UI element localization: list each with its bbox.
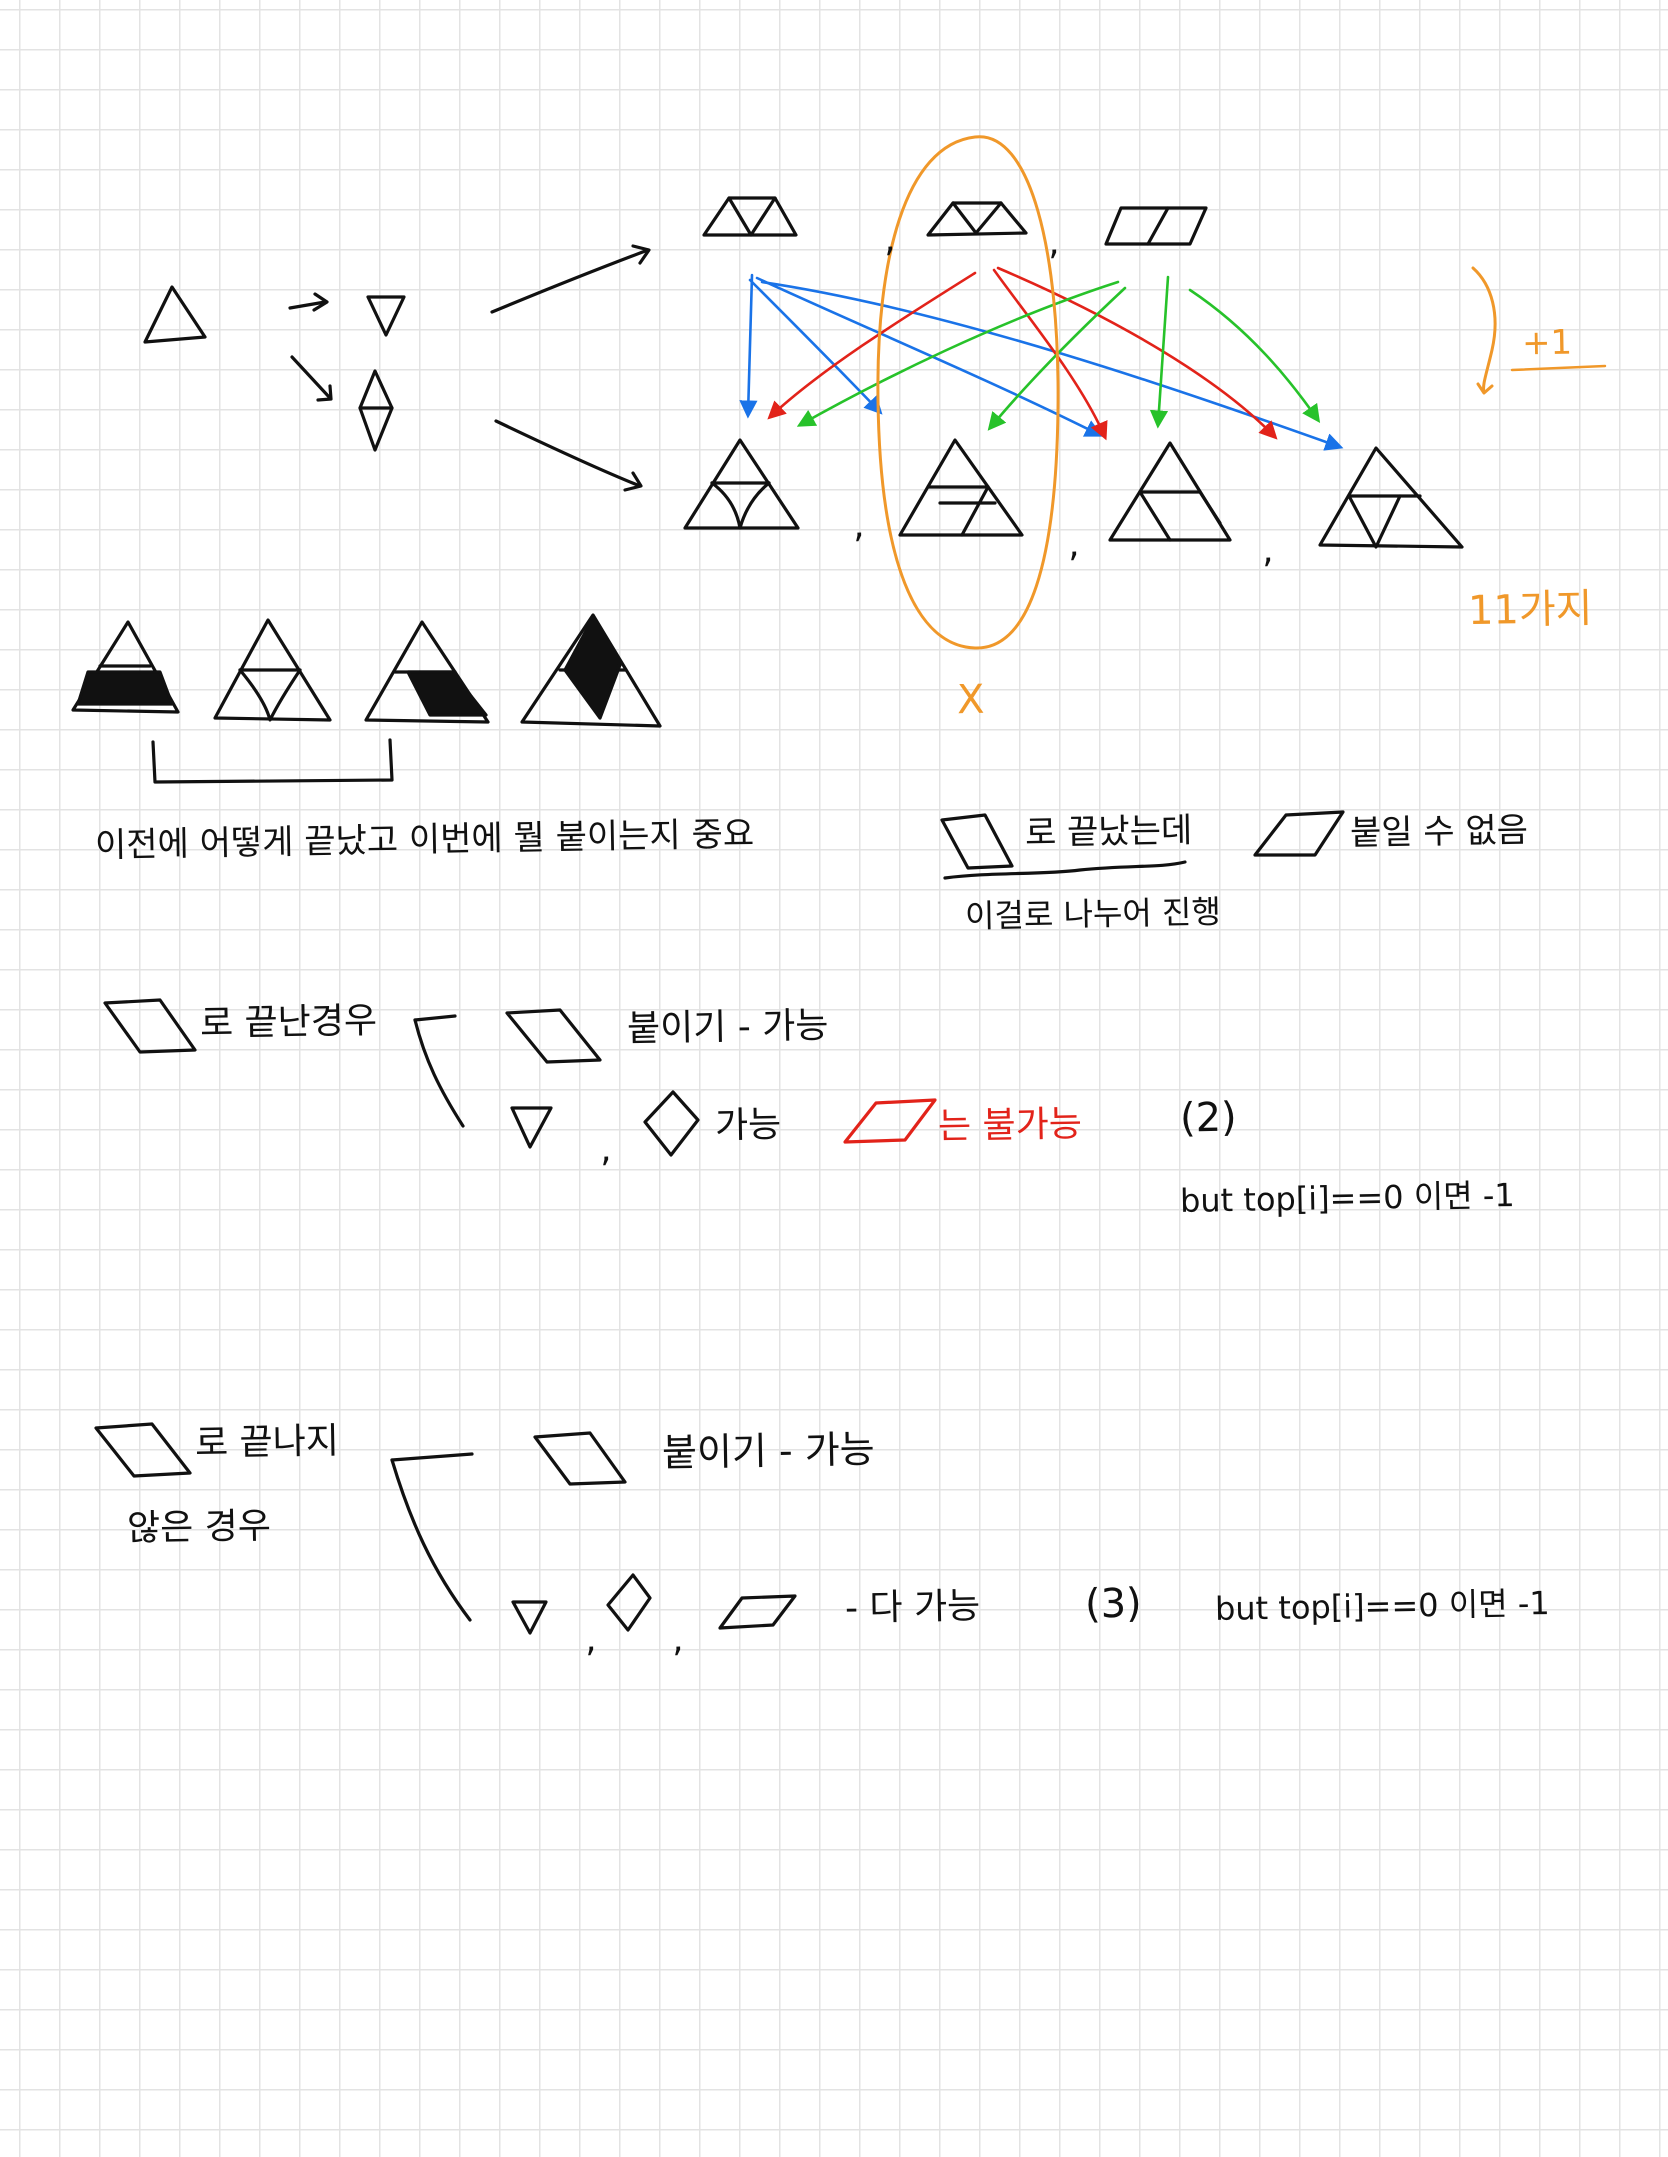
case1-inverted-triangle xyxy=(510,1106,553,1149)
trapezoid-piece-2 xyxy=(926,201,1028,237)
orange-ellipse-highlight xyxy=(876,135,1060,650)
orange-bracket xyxy=(1471,266,1497,395)
case2-comma-2: , xyxy=(671,1618,684,1661)
case1-comma: , xyxy=(599,1128,612,1171)
case2-option1-parallelogram xyxy=(533,1431,627,1486)
comma-1: , xyxy=(883,218,896,261)
parallelogram-left-lean xyxy=(940,813,1014,870)
group-bracket xyxy=(151,738,394,784)
shaded-triangle-2 xyxy=(213,618,332,722)
trapezoid-piece-1 xyxy=(702,196,798,237)
case2-comma-1: , xyxy=(584,1618,597,1661)
case2-parallelogram xyxy=(94,1422,192,1478)
shaded-triangle-4 xyxy=(520,613,662,728)
case2-label-line1: 로 끝나지 xyxy=(194,1420,340,1465)
case2-label-line2: 않은 경우 xyxy=(126,1505,272,1550)
shaded-triangle-1 xyxy=(71,620,180,714)
case2-diamond xyxy=(606,1573,652,1632)
comma-4: , xyxy=(1067,523,1080,566)
case1-option1-parallelogram xyxy=(505,1008,602,1064)
note-cannot-attach: 붙일 수 없음 xyxy=(1349,810,1529,854)
case2-all-possible: - 다 가능 xyxy=(844,1585,981,1630)
case1-red-parallelogram xyxy=(843,1098,937,1144)
excluded-x-mark: X xyxy=(956,676,985,724)
case2-but-note: but top[i]==0 이면 -1 xyxy=(1214,1584,1551,1628)
long-arrow-up xyxy=(490,244,651,314)
note-ends-with: 로 끝났는데 xyxy=(1024,810,1193,854)
green-arrows xyxy=(796,275,1321,431)
long-arrow-down xyxy=(494,419,643,492)
case1-diamond xyxy=(643,1090,700,1157)
comma-3: , xyxy=(852,504,865,547)
start-triangle xyxy=(143,285,207,344)
case1-option1-text: 붙이기 - 가능 xyxy=(626,1005,829,1050)
case1-branch xyxy=(413,1014,465,1128)
case2-parallelogram-small xyxy=(718,1594,797,1630)
plus-one-label: +1 xyxy=(1521,322,1573,364)
case2-option1-text: 붙이기 - 가능 xyxy=(661,1427,876,1475)
comma-5: , xyxy=(1261,529,1274,572)
big-triangle-1 xyxy=(683,438,800,530)
eleven-ways-label: 11가지 xyxy=(1467,585,1593,635)
case1-but-note: but top[i]==0 이면 -1 xyxy=(1179,1176,1516,1220)
big-triangle-4 xyxy=(1318,446,1464,549)
case1-count: (2) xyxy=(1179,1094,1238,1142)
case2-count: (3) xyxy=(1084,1580,1143,1628)
arrow-to-diamond xyxy=(290,355,333,402)
trapezoid-piece-3 xyxy=(1104,206,1208,246)
inverted-triangle xyxy=(366,295,406,337)
red-arrows xyxy=(767,266,1278,441)
big-triangle-2 xyxy=(898,438,1024,537)
wavy-underline xyxy=(943,860,1187,880)
blue-arrows xyxy=(739,273,1344,451)
diamond-shape xyxy=(358,369,394,452)
case2-inverted-triangle xyxy=(511,1600,548,1635)
note-split-proceed: 이걸로 나누어 진행 xyxy=(964,892,1222,936)
case1-possible: 가능 xyxy=(714,1104,782,1147)
case1-parallelogram xyxy=(103,998,197,1054)
arrow-to-inverted xyxy=(288,292,329,312)
shaded-triangle-3 xyxy=(364,620,490,724)
parallelogram-right-lean xyxy=(1253,810,1345,857)
plus-one-underline xyxy=(1510,364,1607,372)
note-line1: 이전에 어떻게 끝났고 이번에 뭘 붙이는지 중요 xyxy=(94,814,755,866)
comma-2: , xyxy=(1047,221,1060,264)
case2-branch xyxy=(390,1452,474,1622)
case1-impossible: 는 불가능 xyxy=(937,1103,1083,1148)
case1-label: 로 끝난경우 xyxy=(199,1000,378,1045)
big-triangle-3 xyxy=(1108,441,1232,542)
